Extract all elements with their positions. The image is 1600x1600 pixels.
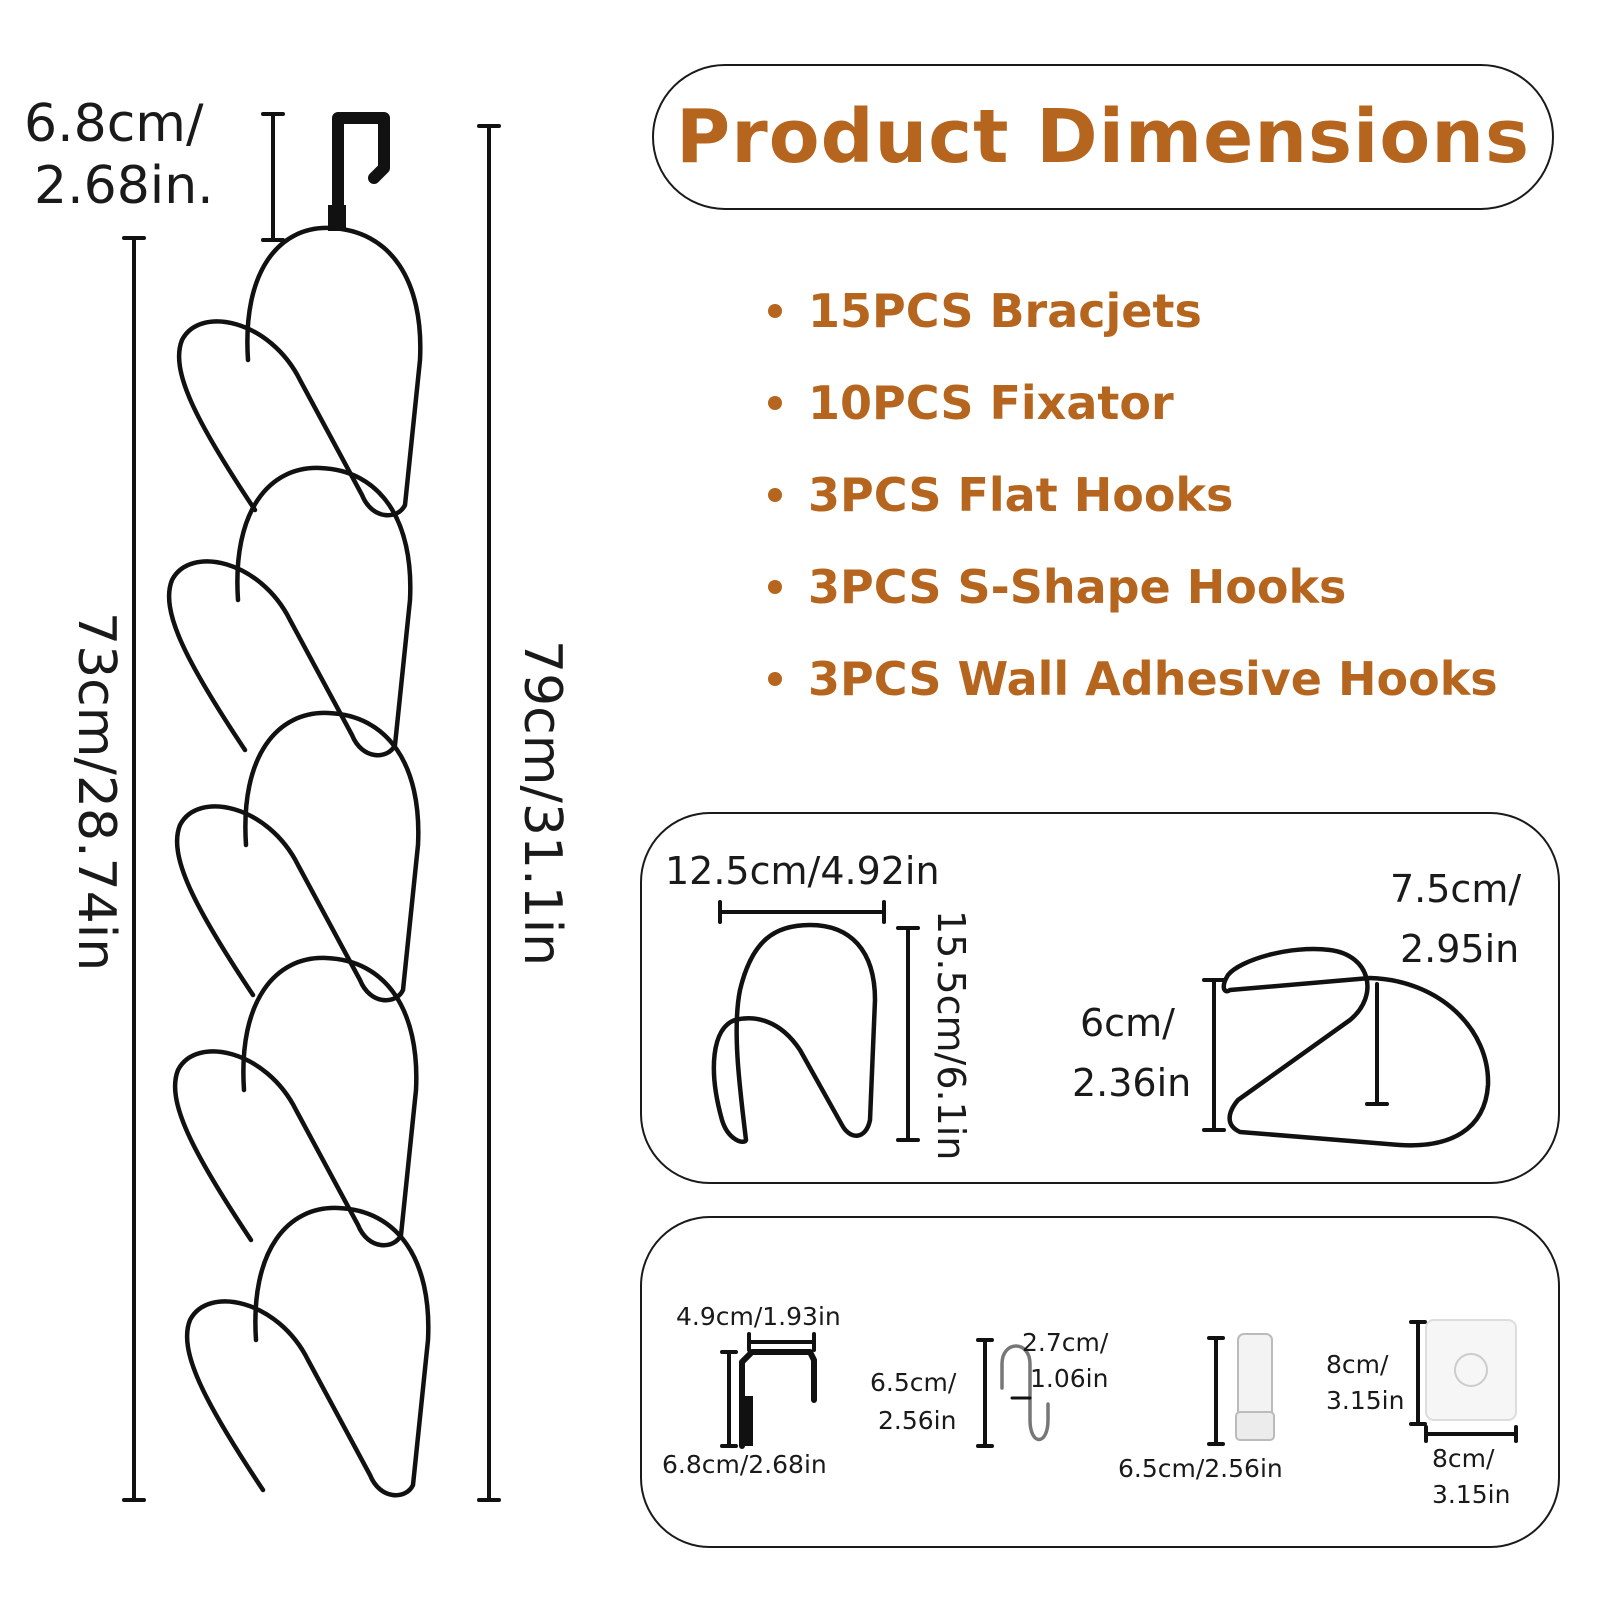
clip-height-label: 6.5cm/2.56in [1118,1454,1283,1483]
bracket-panel [640,812,1560,1184]
fixator-height-label-line1: 6cm/ [1080,1001,1175,1045]
fixator-height-label-line2: 2.36in [1072,1061,1192,1105]
bullet-icon [768,395,782,410]
list-item: 15PCS Bracjets [768,288,1498,380]
s-hook-width-label-line1: 2.7cm/ [1022,1328,1109,1357]
adhesive-height-label-line1: 8cm/ [1326,1350,1389,1379]
rack-loops [166,225,431,1498]
s-hook-height-label-line1: 6.5cm/ [870,1368,957,1397]
bracket-height-label: 15.5cm/6.1in [929,910,973,1161]
bullet-icon [768,671,782,686]
adhesive-pad-shape [1425,1319,1517,1421]
list-item: 10PCS Fixator [768,380,1498,472]
flat-hook-width-line [747,1332,816,1352]
adhesive-width-line [1424,1425,1518,1443]
flat-hook-height-line [720,1350,738,1448]
page-title: Product Dimensions [676,94,1530,180]
flat-hook-shape [739,1349,817,1449]
adhesive-height-line [1409,1320,1427,1426]
s-hook-height-label-line2: 2.56in [878,1406,957,1435]
clip-height-line [1207,1336,1225,1446]
list-item: 3PCS S-Shape Hooks [768,564,1498,656]
bracket-width-label: 12.5cm/4.92in [665,849,940,893]
hook-height-label-line1: 6.8cm/ [24,94,204,154]
list-item: 3PCS Wall Adhesive Hooks [768,656,1498,748]
bracket-shape [711,922,878,1145]
s-hook-height-line [976,1338,994,1448]
s-hook-width-label-line2: 1.06in [1030,1364,1109,1393]
hook-height-label-line2: 2.68in. [34,156,214,216]
flat-hook-width-label: 4.9cm/1.93in [676,1302,841,1331]
contents-list: 15PCS Bracjets 10PCS Fixator 3PCS Flat H… [768,288,1498,748]
fixator-height-line [1202,978,1226,1132]
fixator-depth-label-line1: 7.5cm/ [1390,867,1522,911]
adhesive-height-label-line2: 3.15in [1326,1386,1405,1415]
bullet-icon [768,487,782,502]
s-hook-shape [1000,1344,1050,1442]
body-length-label: 73cm/28.74in [66,612,126,972]
hooks-panel [640,1216,1560,1548]
bullet-icon [768,303,782,318]
fixator-depth-label-line2: 2.95in [1400,927,1520,971]
total-length-label: 79cm/31.1in [512,640,572,967]
list-item: 3PCS Flat Hooks [768,472,1498,564]
adhesive-width-label-line2: 3.15in [1432,1480,1511,1509]
hook-height-line [261,112,285,242]
bullet-icon [768,579,782,594]
body-length-line [122,236,146,1502]
bracket-width-line [718,900,886,924]
hook-base [328,205,346,231]
door-hook [332,112,390,218]
adhesive-width-label-line1: 8cm/ [1432,1444,1495,1473]
bracket-height-line [896,926,920,1142]
flat-hook-height-label: 6.8cm/2.68in [662,1450,827,1479]
title-banner: Product Dimensions [652,64,1554,210]
fixator-shape [1221,946,1491,1148]
fixator-depth-line [1365,982,1389,1106]
total-length-line [477,124,501,1502]
